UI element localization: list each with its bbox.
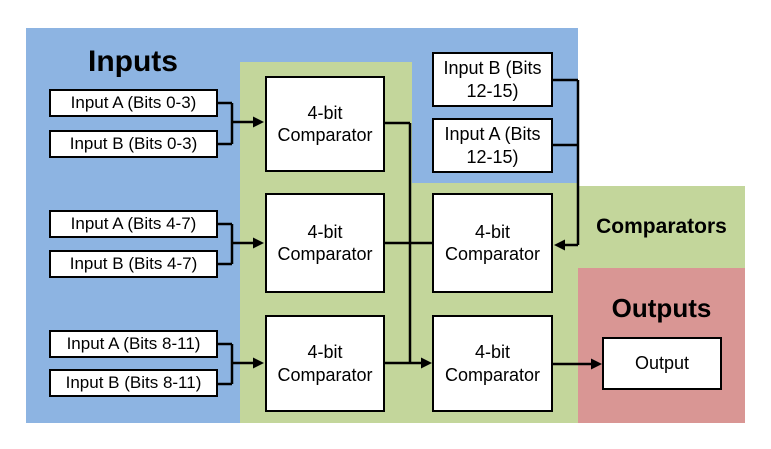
input-a-bits-4-7-box: Input A (Bits 4-7) [49,210,218,238]
comparator-final-box: 4-bit Comparator [432,315,553,412]
arrowhead-into-comparator-2 [253,237,264,249]
comparators-region-label-block [578,186,745,268]
inputs-title: Inputs [88,45,178,78]
inputs-region-top-strip [240,28,412,63]
input-b-bits-4-7-box: Input B (Bits 4-7) [49,250,218,278]
output-box: Output [602,337,722,390]
connector-high-bits-bus [553,78,580,247]
connector-bracket-bits-0-3 [218,101,253,146]
input-a-bits-0-3-box: Input A (Bits 0-3) [49,89,218,117]
comparator-bits-8-11-box: 4-bit Comparator [265,315,385,412]
connector-bracket-bits-4-7 [218,222,253,266]
comparator-bits-12-15-box: 4-bit Comparator [432,193,553,293]
arrowhead-into-comparator-4 [554,239,565,251]
input-b-bits-8-11-box: Input B (Bits 8-11) [49,369,218,397]
outputs-title: Outputs [611,293,712,323]
connector-stage1-bus [385,121,432,365]
connector-bracket-bits-8-11 [218,342,253,386]
input-a-bits-12-15-box: Input A (Bits 12-15) [432,118,553,173]
arrowhead-into-comparator-5 [421,357,432,369]
arrowhead-into-comparator-3 [253,357,264,369]
arrowhead-into-output [591,358,602,370]
input-b-bits-0-3-box: Input B (Bits 0-3) [49,130,218,158]
input-a-bits-8-11-box: Input A (Bits 8-11) [49,330,218,358]
input-b-bits-12-15-box: Input B (Bits 12-15) [432,52,553,107]
comparator-bits-0-3-box: 4-bit Comparator [265,76,385,172]
comparator-bits-4-7-box: 4-bit Comparator [265,193,385,293]
arrowhead-into-comparator-1 [253,116,264,128]
comparators-title: Comparators [596,215,727,238]
